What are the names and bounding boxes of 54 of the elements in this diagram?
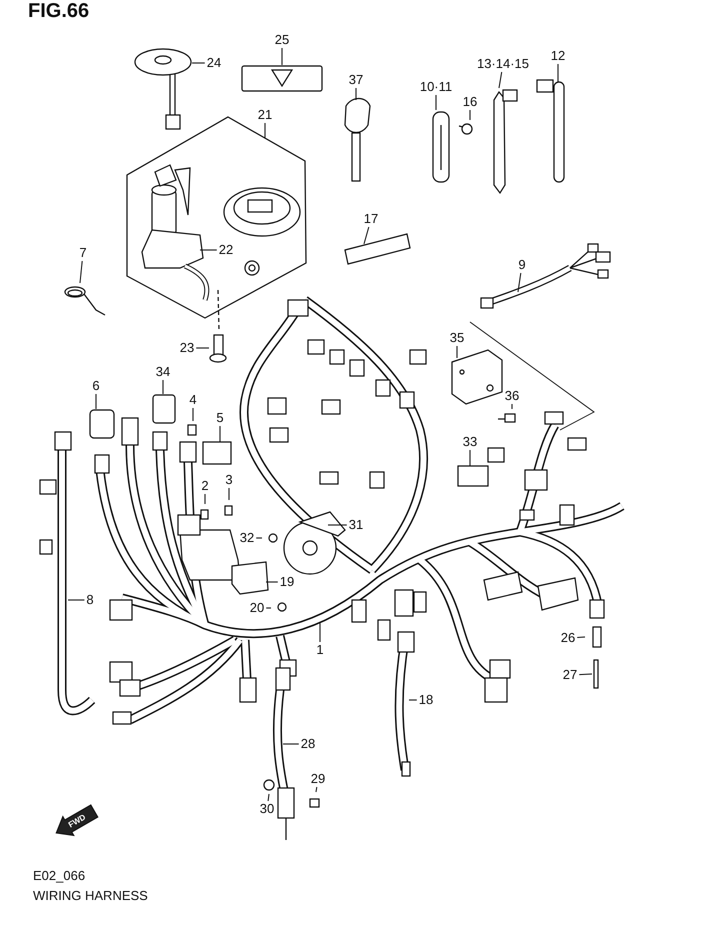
leader-line <box>498 72 502 88</box>
callout-number: 13·14·15 <box>476 57 530 71</box>
leader-line <box>456 346 458 358</box>
leader-line <box>228 488 230 500</box>
callout-number: 23 <box>180 341 194 355</box>
leader-line <box>364 226 370 244</box>
callout-number: 26 <box>560 631 576 645</box>
leader-line <box>192 408 194 422</box>
callout-number: 5 <box>216 411 224 425</box>
callout-number: 16 <box>462 95 478 109</box>
callout-number: 31 <box>348 518 364 532</box>
callout-number: 3 <box>225 473 233 487</box>
callout-number: 9 <box>518 258 526 272</box>
leader-line <box>518 272 522 292</box>
callout-number: 4 <box>189 393 197 407</box>
callout-number: 22 <box>218 243 234 257</box>
figure-number: FIG.66 <box>28 0 90 23</box>
leader-line <box>264 122 266 138</box>
callout-number: 8 <box>86 593 94 607</box>
callout-number: 25 <box>274 33 290 47</box>
figure-caption: WIRING HARNESS <box>33 888 148 903</box>
callout-number: 28 <box>300 737 316 751</box>
leader-line <box>316 786 318 792</box>
callout-number: 24 <box>206 56 222 70</box>
callout-number: 33 <box>462 435 478 449</box>
direction-label: FWD <box>66 812 88 830</box>
callout-number: 37 <box>348 73 364 87</box>
callout-number: 1 <box>316 643 324 657</box>
leader-line <box>576 636 586 638</box>
callout-number: 34 <box>156 365 170 379</box>
callout-number: 36 <box>504 389 520 403</box>
callout-number: 7 <box>79 246 87 260</box>
callout-number: 10·11 <box>420 80 452 94</box>
callout-number: 27 <box>562 668 578 682</box>
callout-number: 32 <box>240 531 254 545</box>
callout-number: 6 <box>92 379 100 393</box>
callout-number: 30 <box>260 802 274 816</box>
leader-line <box>162 380 164 394</box>
drawing-code: E02_066 <box>33 868 86 883</box>
callout-number: 18 <box>418 693 434 707</box>
callout-number: 21 <box>258 108 272 122</box>
leader-line <box>192 62 206 64</box>
leader-line <box>204 494 206 504</box>
callout-number: 19 <box>280 575 294 589</box>
leader-line <box>328 524 348 526</box>
callout-number: 35 <box>450 331 464 345</box>
callout-number: 2 <box>201 479 209 493</box>
callout-number: 17 <box>364 212 378 226</box>
leader-line <box>578 674 592 676</box>
leader-line <box>268 794 270 802</box>
leader-line <box>80 260 83 284</box>
callout-number: 29 <box>310 772 326 786</box>
callout-number: 20 <box>250 601 264 615</box>
callout-number: 12 <box>550 49 566 63</box>
